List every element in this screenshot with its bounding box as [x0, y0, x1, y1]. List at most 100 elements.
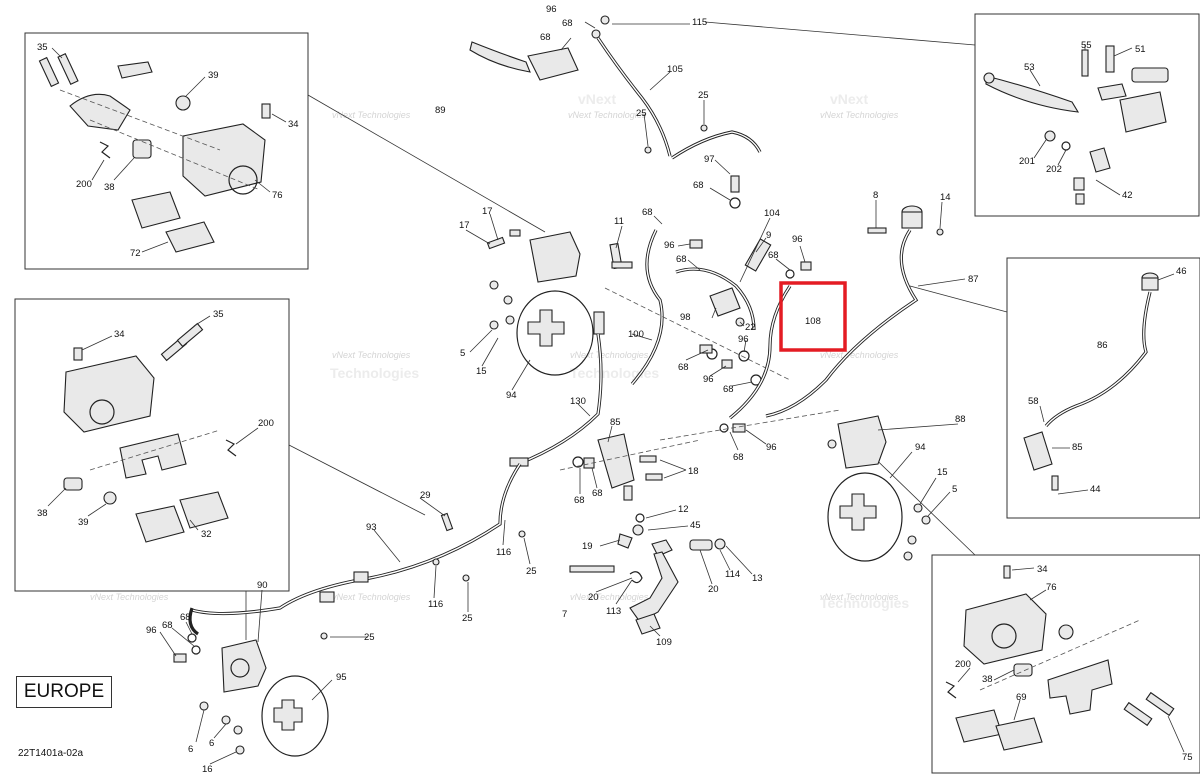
watermark-text: vNext Technologies — [570, 592, 649, 602]
pivot-washer-part — [714, 538, 726, 550]
callout-34: 34 — [114, 329, 125, 340]
front-brake-lever-part — [469, 41, 531, 73]
lever-end-part — [983, 72, 995, 84]
callout-12: 12 — [678, 504, 689, 515]
callout-68: 68 — [693, 180, 704, 191]
washer-part — [921, 515, 931, 525]
callout-68: 68 — [768, 250, 779, 261]
bushing-part — [175, 95, 191, 111]
leader-line — [745, 429, 767, 445]
screw-part — [462, 574, 470, 582]
bolt-part — [1123, 701, 1153, 727]
callout-68: 68 — [574, 495, 585, 506]
bolt-part — [235, 745, 245, 755]
banjo-bolt-part — [800, 261, 812, 271]
leader-line — [659, 459, 687, 471]
leader-line — [699, 549, 713, 585]
brake-pedal-group: 29 93 116 25 116 25 12 45 19 20 114 13 2… — [188, 463, 763, 648]
watermark-text: vNext Technologies — [332, 350, 411, 360]
pin-part — [1013, 663, 1033, 677]
callout-46: 46 — [1176, 266, 1187, 277]
pushrod-part — [1051, 475, 1059, 491]
washer-part — [903, 551, 913, 561]
front-left-caliper-part — [529, 231, 581, 283]
leader-line — [649, 625, 661, 637]
rear-caliper-body-part — [63, 355, 155, 433]
watermark-text: vNext Technologies — [820, 350, 899, 360]
crush-washer-part — [719, 423, 729, 433]
callout-96: 96 — [792, 234, 803, 245]
leader-line — [469, 329, 493, 353]
screw-part — [700, 124, 708, 132]
leader-line — [993, 669, 1015, 681]
rear-brake-group: 90 68 96 68 95 6 6 16 — [146, 580, 347, 774]
washer-part — [503, 295, 513, 305]
watermark-text: vNext Technologies — [570, 350, 649, 360]
leader-line — [1157, 273, 1175, 281]
callout-94: 94 — [915, 442, 926, 453]
brake-pad-part — [165, 221, 215, 253]
callout-75: 75 — [1182, 752, 1193, 763]
leader-line — [649, 71, 671, 91]
callout-9: 9 — [766, 230, 771, 241]
leader-line — [1113, 47, 1133, 57]
leader-line — [599, 539, 621, 547]
leader-line — [957, 667, 971, 683]
leader-line — [607, 425, 613, 443]
leader-line — [775, 258, 791, 271]
assembly-axis — [659, 409, 841, 441]
leader-line — [307, 94, 546, 233]
leader-line — [645, 509, 677, 519]
callout-95: 95 — [336, 672, 347, 683]
callout-53: 53 — [1024, 62, 1035, 73]
leader-line — [743, 339, 747, 353]
callout-87: 87 — [968, 274, 979, 285]
leader-line — [615, 225, 623, 249]
mount-bolt-part — [645, 473, 663, 481]
banjo-bolt-part — [173, 653, 187, 663]
callout-68: 68 — [642, 207, 653, 218]
brake-line-93-highlight — [191, 463, 521, 615]
banjo-bolt-part — [721, 359, 733, 369]
master-cylinder-part — [1119, 91, 1167, 133]
handlebar-master-cylinder-group: 55 51 53 201 202 42 — [983, 40, 1169, 205]
pivot-bolt-part — [1105, 45, 1115, 73]
callout-45: 45 — [690, 520, 701, 531]
callout-11: 11 — [614, 216, 624, 227]
leader-line — [213, 723, 227, 739]
leader-line — [271, 113, 287, 123]
rear-master-cylinder-part — [597, 433, 635, 489]
leader-line — [917, 278, 966, 287]
callout-25: 25 — [636, 108, 647, 119]
front-right-caliper-part — [837, 415, 887, 469]
assembly-axis — [604, 287, 791, 381]
callout-72: 72 — [130, 248, 141, 259]
bleeder-screw-part — [1003, 565, 1011, 579]
leader-line — [685, 349, 709, 361]
leader-line — [511, 359, 531, 391]
callout-25: 25 — [462, 613, 473, 624]
callout-5: 5 — [952, 484, 957, 495]
leader-line — [584, 21, 596, 29]
callout-19: 19 — [582, 541, 593, 552]
clamp-bolt-part — [1075, 193, 1085, 205]
leader-line — [1011, 567, 1035, 571]
assembly-axis — [89, 119, 261, 191]
callout-7: 7 — [562, 609, 567, 620]
pin-part — [651, 539, 673, 557]
caliper-piston-part — [89, 399, 115, 425]
banjo-bolt-part — [699, 344, 713, 354]
callout-8: 8 — [873, 190, 878, 201]
rear-master-cylinder-group: 130 85 18 68 68 — [509, 311, 701, 506]
leader-line — [1167, 715, 1185, 753]
callout-68: 68 — [678, 362, 689, 373]
callout-39: 39 — [208, 70, 219, 81]
leader-line — [859, 443, 976, 556]
line-clamp-part — [319, 591, 335, 603]
pivot-bolt-part — [569, 565, 615, 573]
caliper-piston-part — [991, 623, 1017, 649]
leader-line — [739, 217, 771, 283]
leader-line — [799, 245, 806, 263]
leader-line — [1029, 69, 1041, 87]
